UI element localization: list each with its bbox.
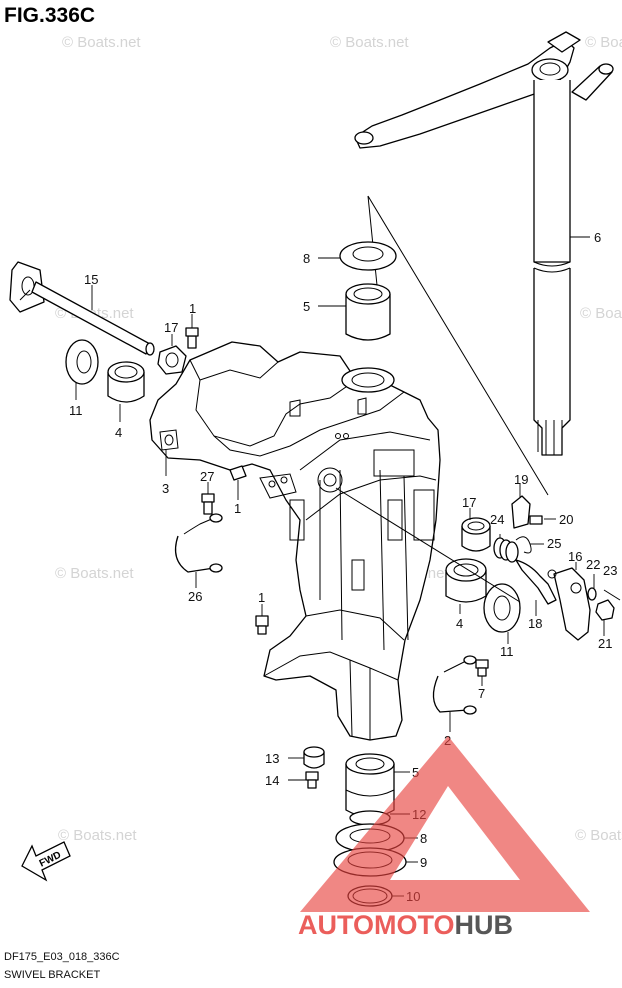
washer-part [587, 574, 597, 601]
model-code: DF175_E03_018_336C [4, 951, 120, 963]
callout-18: 18 [528, 616, 542, 631]
callout-4: 4 [115, 425, 122, 440]
figure-title: FIG.336C [4, 4, 95, 27]
watermark: © Boats.net [55, 565, 134, 582]
callout-8: 8 [420, 831, 427, 846]
watermark: © Boats.net [585, 34, 622, 51]
bushing-part [461, 508, 491, 552]
callout-3: 3 [162, 481, 169, 496]
watermark: © Boats.net [58, 827, 137, 844]
callout-16: 16 [568, 549, 582, 564]
callout-5: 5 [412, 765, 419, 780]
watermark: © Boats.net [330, 34, 409, 51]
brand-part-moto: MOTO [374, 910, 455, 940]
callout-7: 7 [478, 686, 485, 701]
tilt-lock-bracket-part [547, 562, 591, 641]
callout-13: 13 [265, 751, 279, 766]
callout-19: 19 [514, 472, 528, 487]
washer-part [65, 339, 99, 400]
tilt-tube-part [9, 261, 155, 356]
figure-subtitle: SWIVEL BRACKET [4, 969, 100, 981]
brand-triangle-icon [300, 736, 590, 912]
spring-part [493, 534, 519, 563]
washer-part [318, 241, 397, 271]
tilt-lock-plate-part [511, 484, 531, 529]
spring-part [515, 536, 544, 554]
swivel-bracket-body [149, 341, 441, 741]
bushing-part [445, 558, 487, 614]
steering-arm-part [354, 31, 614, 456]
ground-cable-part [432, 655, 477, 732]
brand-logo: AUTOMOTOHUB [298, 736, 590, 940]
nut-part [157, 334, 187, 375]
callout-9: 9 [420, 855, 427, 870]
bolt-part [475, 659, 489, 686]
callout-21: 21 [598, 636, 612, 651]
bolt-part [255, 604, 269, 635]
callout-24: 24 [490, 512, 504, 527]
alignment-guide [335, 487, 521, 603]
callout-20: 20 [559, 512, 573, 527]
bolt-part [529, 515, 556, 525]
svg-text:AUTOMOTOHUB: AUTOMOTOHUB [298, 910, 513, 940]
nut-part [595, 589, 621, 636]
callout-14: 14 [265, 773, 279, 788]
brand-part-auto: AUTO [298, 910, 374, 940]
callout-17: 17 [164, 320, 178, 335]
bolt-part [288, 771, 319, 789]
callout-15: 15 [84, 272, 98, 287]
bushing-part [107, 361, 145, 422]
callout-23: 23 [603, 563, 617, 578]
callout-4: 4 [456, 616, 463, 631]
bushing-part [345, 753, 410, 818]
callout-labels: 6 8 5 15 1 17 11 4 3 27 1 26 1 19 20 17 … [69, 230, 617, 904]
callout-22: 22 [586, 557, 600, 572]
tilt-lock-lever-part [515, 559, 557, 616]
callout-11: 11 [500, 644, 514, 659]
ground-cable-part [174, 513, 223, 588]
bushing-part [318, 283, 391, 341]
callout-17: 17 [462, 495, 476, 510]
rubber-mount-part [288, 746, 325, 769]
callout-11: 11 [69, 403, 83, 418]
forward-arrow-icon: FWD [21, 841, 71, 882]
callout-25: 25 [547, 536, 561, 551]
washer-part [483, 583, 521, 644]
watermark: © Boats.net [62, 34, 141, 51]
bolt-part [201, 482, 215, 515]
brand-part-hub: HUB [455, 910, 514, 940]
callout-26: 26 [188, 589, 202, 604]
callout-27: 27 [200, 469, 214, 484]
watermark: © Boats.net [575, 827, 622, 844]
bolt-part [229, 465, 247, 500]
callout-5: 5 [303, 299, 310, 314]
callout-1: 1 [258, 590, 265, 605]
watermark: © Boats.net [580, 305, 622, 322]
callout-1: 1 [189, 301, 196, 316]
callout-1: 1 [234, 501, 241, 516]
bolt-part [185, 314, 199, 349]
callout-8: 8 [303, 251, 310, 266]
callout-6: 6 [594, 230, 601, 245]
